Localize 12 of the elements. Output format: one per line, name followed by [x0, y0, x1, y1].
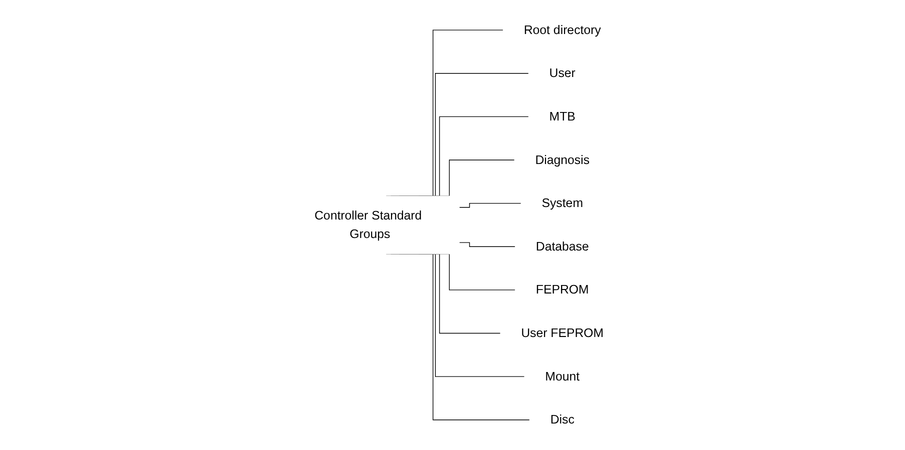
node-text: Database: [536, 239, 589, 254]
node-text: Diagnosis: [535, 152, 590, 167]
node-text: User: [549, 66, 576, 80]
node-text: Root directory: [524, 22, 602, 37]
node-text: MTB: [549, 109, 576, 124]
connector: [459, 242, 516, 247]
connector: [459, 203, 522, 208]
node-text: System: [542, 196, 584, 210]
node-text: Disc: [550, 412, 575, 426]
node-text: User FEPROM: [521, 326, 604, 340]
node-text: FEPROM: [536, 282, 589, 296]
node-text: Mount: [545, 369, 580, 384]
